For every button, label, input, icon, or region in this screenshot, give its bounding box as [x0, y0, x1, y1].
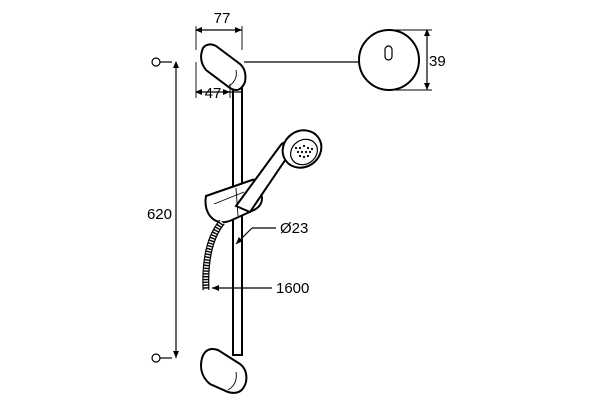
top-wall-bracket [200, 43, 247, 91]
rosette-height-label: 39 [429, 53, 446, 70]
bottom-screw-symbol [151, 353, 172, 363]
bracket-offset-label: 47 [205, 85, 222, 102]
spray-nozzles [294, 144, 314, 159]
bar-diameter-label: Ø23 [280, 220, 308, 237]
rosette-height-dimension: 39 [393, 29, 446, 91]
bar-length-dimension: 620 [147, 61, 179, 358]
bracket-depth-label: 77 [214, 10, 231, 27]
bar-length-label: 620 [147, 206, 172, 223]
wall-rosette [358, 29, 420, 91]
top-screw-symbol [151, 57, 172, 67]
bottom-wall-bracket [200, 348, 248, 394]
bracket-depth-dimension: 77 [195, 10, 243, 50]
hose-length-leader: 1600 [212, 280, 309, 297]
bar-diameter-leader: Ø23 [235, 220, 308, 245]
bracket-offset-dimension: 47 [195, 62, 242, 102]
hand-shower [234, 129, 323, 214]
shower-hose [202, 219, 225, 291]
hose-length-label: 1600 [276, 280, 309, 297]
